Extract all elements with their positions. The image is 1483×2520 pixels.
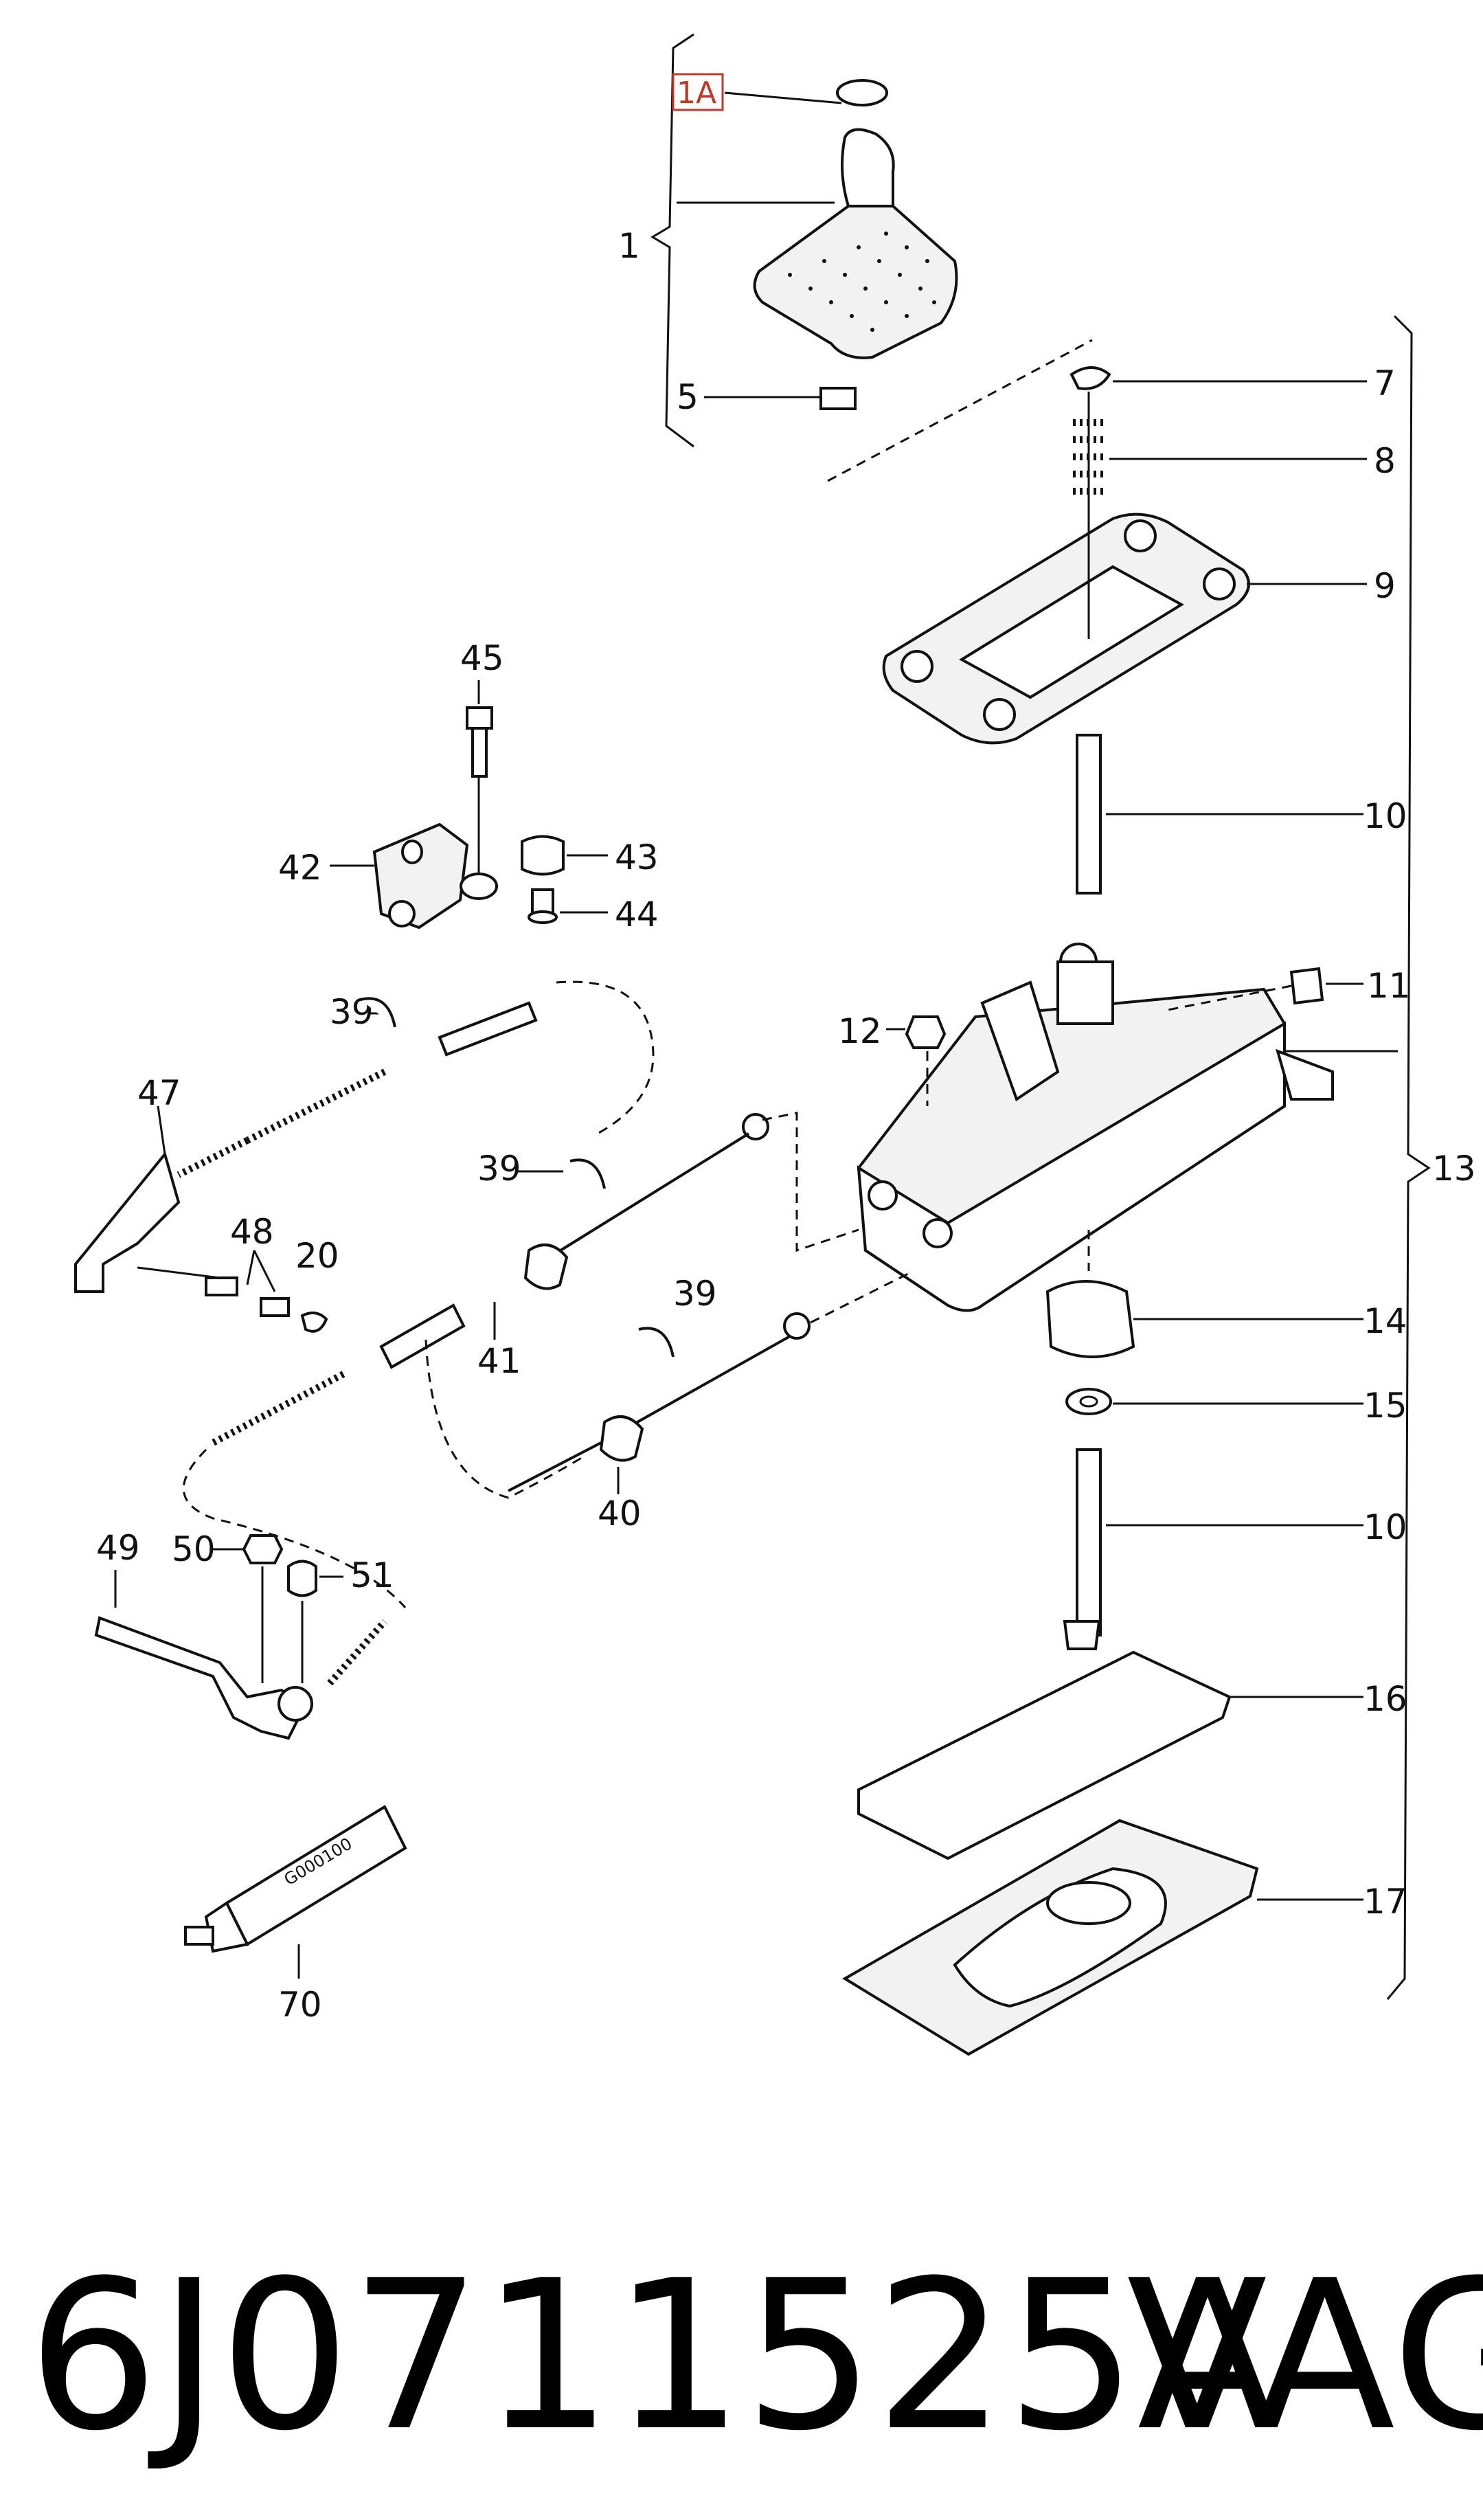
- gear-knob-group: 1A 1 5: [618, 33, 1093, 482]
- label-47: 47: [137, 1073, 181, 1113]
- label-50: 50: [172, 1529, 216, 1569]
- label-51: 51: [350, 1555, 394, 1595]
- label-39b: 39: [477, 1149, 521, 1189]
- boot-dots: [788, 232, 936, 332]
- part-number: 6J0711525A: [27, 2236, 1278, 2476]
- shift-mechanism-group: 13 7 8 9 10: [838, 315, 1476, 2056]
- brand-name: VAG: [1127, 2236, 1483, 2476]
- label-15: 15: [1363, 1386, 1407, 1426]
- lever-cable-spring: [327, 1619, 387, 1686]
- label-44: 44: [615, 895, 659, 934]
- cable-group: 39 47 48 20 39 41 39: [74, 980, 914, 1533]
- bolt-45-shaft: [471, 727, 488, 778]
- knob-boot: [753, 205, 958, 359]
- label-40: 40: [598, 1494, 642, 1533]
- nut-51: [287, 1560, 317, 1597]
- circlip-39a: [360, 997, 396, 1028]
- selector-lever-49: [94, 1616, 304, 1740]
- circlip-39c: [638, 1327, 675, 1358]
- label-1: 1: [618, 226, 640, 266]
- label-14: 14: [1363, 1301, 1407, 1341]
- circlip-7: [1069, 366, 1111, 390]
- bracket-1: [650, 33, 694, 448]
- label-41: 41: [477, 1341, 521, 1381]
- label-49: 49: [96, 1528, 140, 1568]
- nut-12: [905, 1015, 947, 1049]
- bracket-group: 45 42 43 44: [278, 638, 659, 934]
- label-42: 42: [278, 848, 322, 888]
- grease-tube-70: [225, 1805, 407, 1946]
- circlip-20: [300, 1312, 328, 1333]
- clamp-5: [819, 387, 857, 410]
- sleeve-44: [531, 888, 554, 915]
- label-9: 9: [1374, 566, 1396, 606]
- label-11: 11: [1367, 966, 1411, 1006]
- label-45: 45: [460, 638, 504, 678]
- cable-spring-47: [245, 1068, 387, 1144]
- bushing-48b: [260, 1297, 290, 1317]
- circlip-39b: [569, 1158, 606, 1189]
- cable-eye-40: [783, 1312, 811, 1340]
- label-5: 5: [677, 377, 699, 417]
- label-8: 8: [1374, 441, 1396, 481]
- grommet-43: [521, 835, 565, 876]
- bushing-48a: [205, 1276, 238, 1296]
- lever-group: 49 50 51: [94, 1448, 407, 1740]
- cable-end-bracket-47: [74, 1151, 181, 1293]
- highlight-box-1A: [672, 73, 724, 111]
- grease-tube-group: G000100 70: [184, 1805, 407, 2025]
- shaft-10-lower: [1076, 1448, 1102, 1636]
- emblem-1A: [836, 79, 888, 106]
- label-10a: 10: [1363, 796, 1407, 836]
- label-20: 20: [295, 1236, 339, 1276]
- label-48: 48: [230, 1212, 274, 1252]
- label-1A: 1A: [677, 76, 716, 111]
- seal-16: [857, 1650, 1232, 1860]
- cable-sleeve-47: [438, 1001, 538, 1057]
- label-39c: 39: [673, 1274, 717, 1314]
- label-43: 43: [615, 837, 659, 877]
- cable-sleeve-41: [379, 1303, 466, 1369]
- label-16: 16: [1363, 1679, 1407, 1719]
- footer-part-info: 6J0711525A VAG: [27, 2226, 1483, 2487]
- label-13: 13: [1432, 1149, 1476, 1189]
- label-7: 7: [1374, 363, 1396, 403]
- label-70: 70: [278, 1985, 322, 2025]
- knob-head: [841, 128, 895, 207]
- bushing-14: [1045, 1280, 1135, 1358]
- label-17: 17: [1363, 1882, 1407, 1922]
- nut-50: [242, 1534, 284, 1564]
- cable-spring-41: [211, 1371, 346, 1446]
- bracket-13: [1386, 315, 1431, 2000]
- label-10b: 10: [1363, 1507, 1407, 1547]
- clip-11: [1289, 967, 1324, 1005]
- label-12: 12: [838, 1011, 882, 1051]
- cable-eye-41: [742, 1113, 769, 1140]
- grommet-40: [599, 1415, 644, 1462]
- bolt-45-head: [466, 706, 493, 730]
- shaft-10-upper: [1076, 734, 1102, 895]
- grommet-41: [523, 1244, 569, 1290]
